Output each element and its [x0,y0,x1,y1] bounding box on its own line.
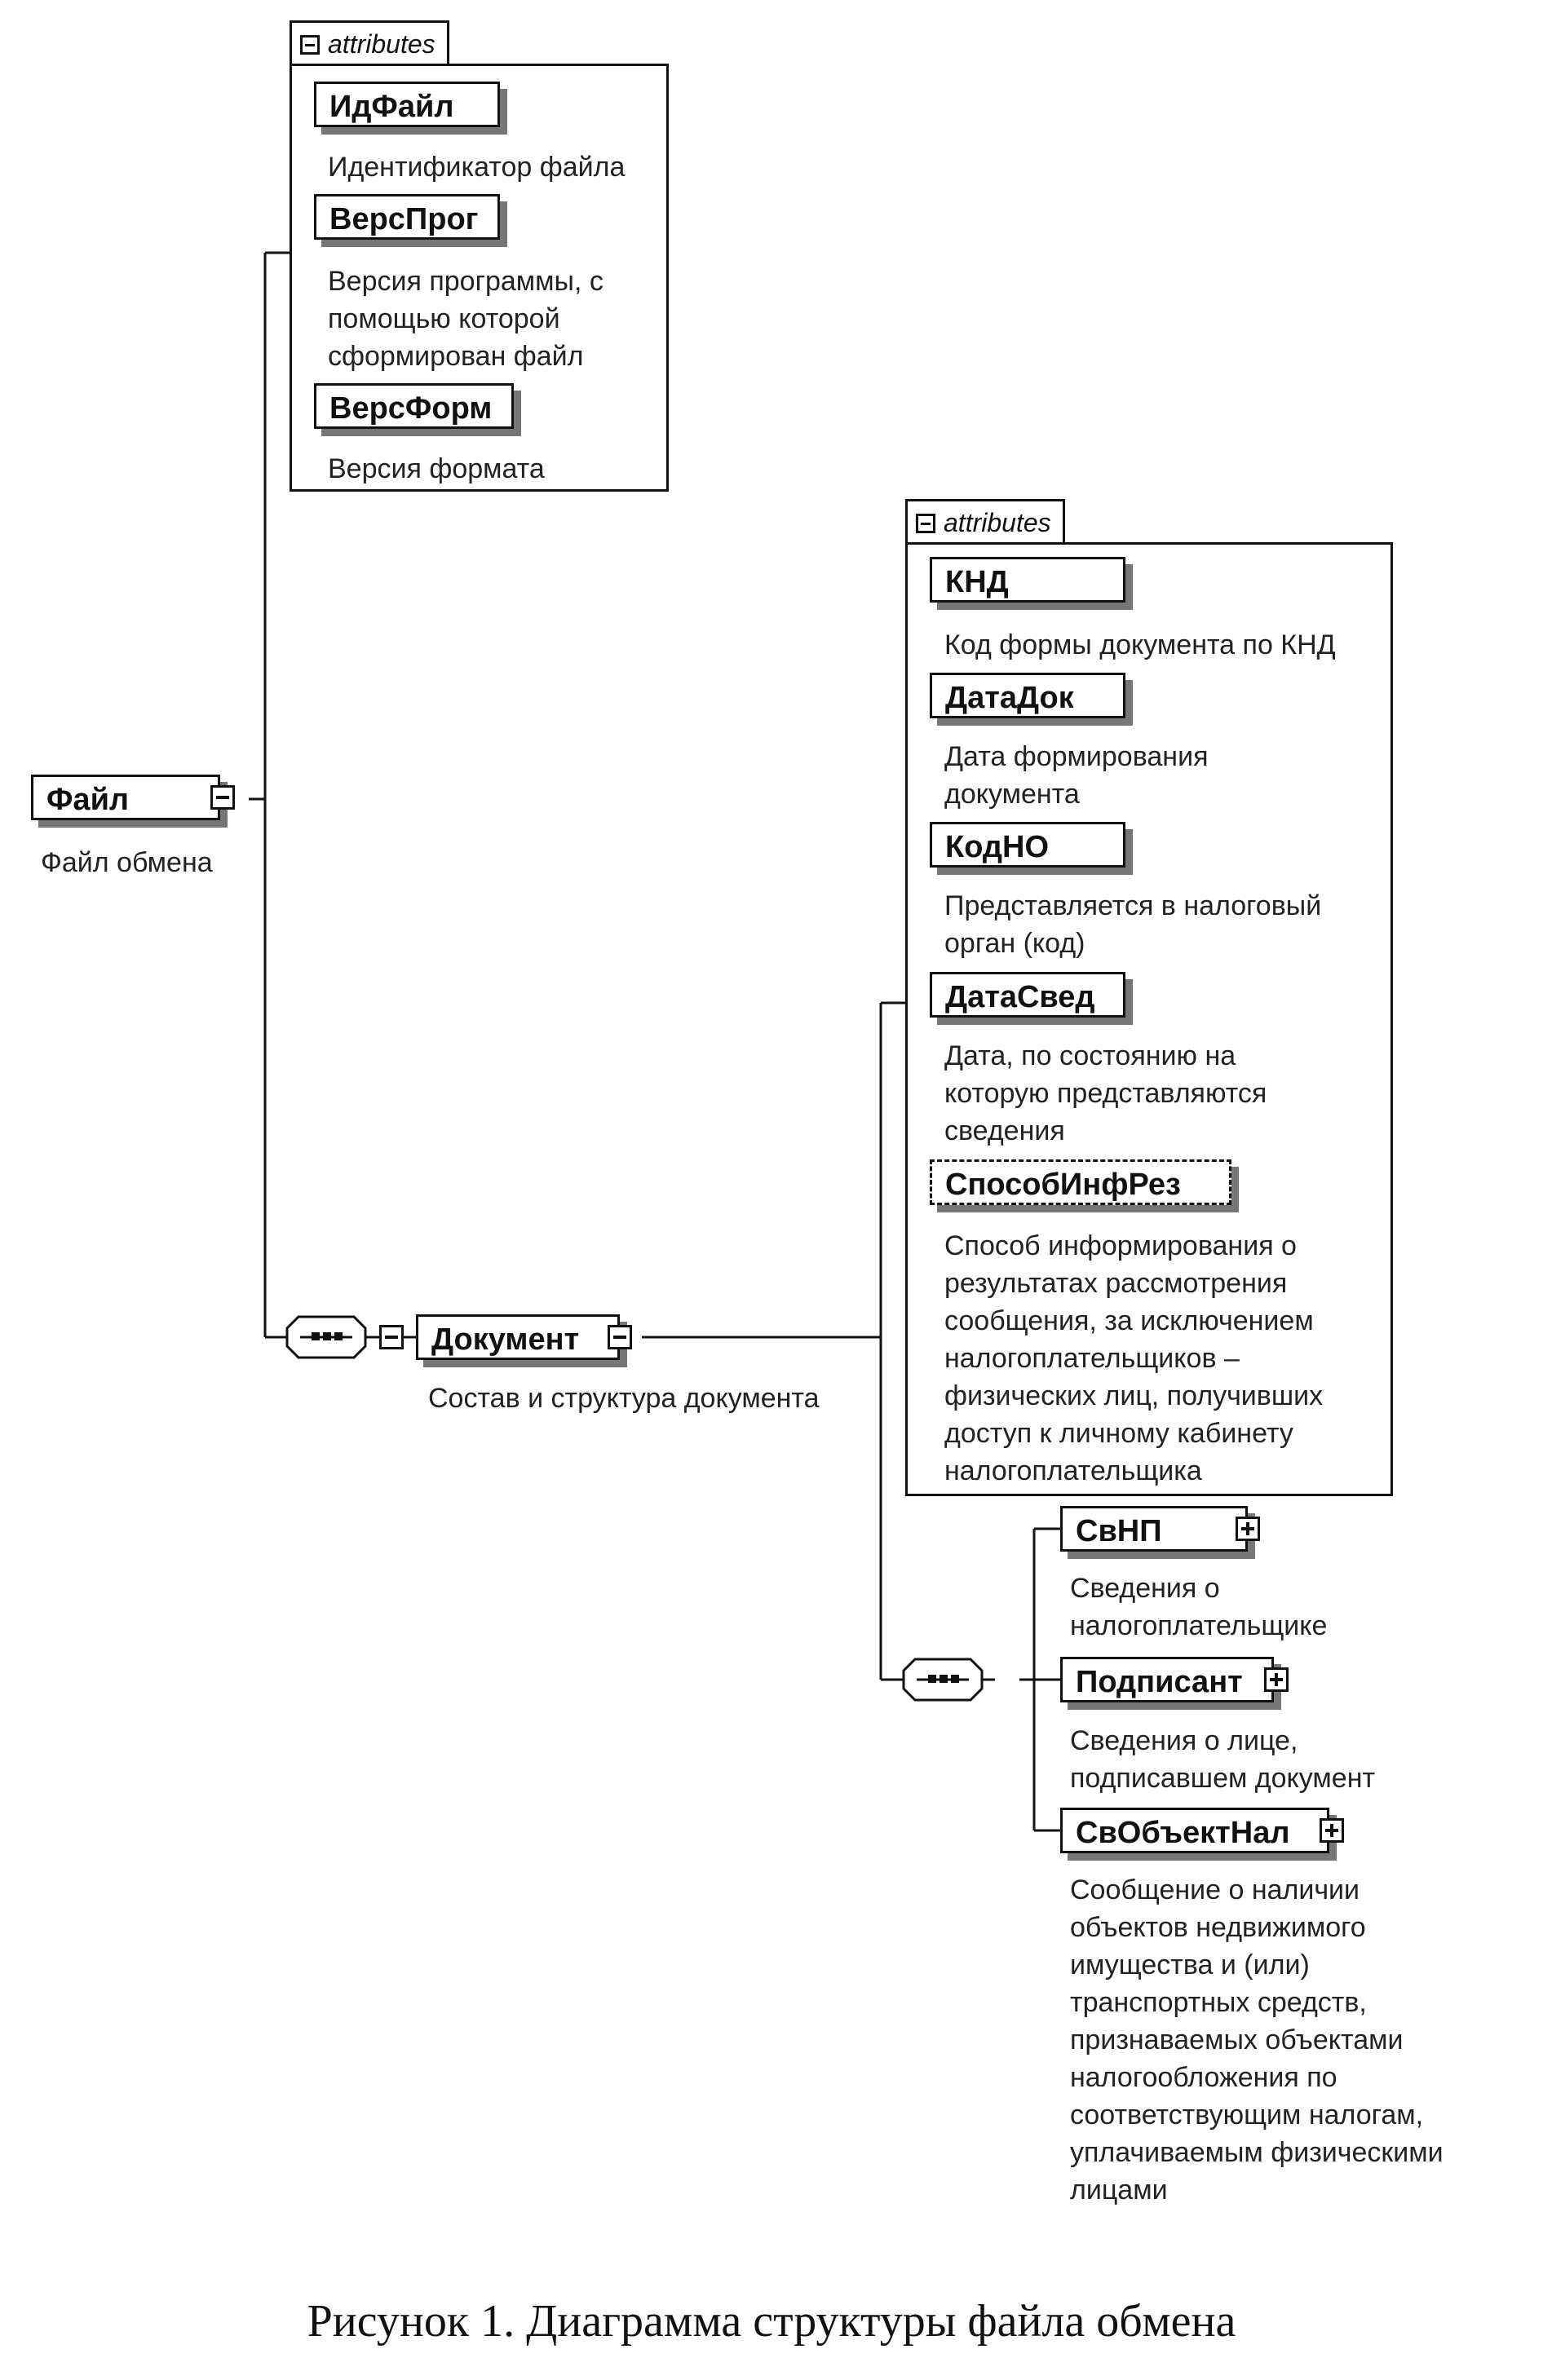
attribute-datasved[interactable]: ДатаСвед [930,972,1125,1018]
sequence-compositor-2 [902,1658,984,1702]
attribute-description: Идентификатор файла [328,152,626,183]
attribute-name: ИдФайл [329,90,454,124]
attribute-versform[interactable]: ВерсФорм [314,383,514,429]
attribute-name: ДатаСвед [945,980,1095,1014]
element-svobektnal[interactable]: СвОбъектНал [1060,1808,1329,1853]
collapse-icon [916,513,935,533]
element-svnp[interactable]: СвНП [1060,1506,1248,1552]
attribute-name: КодНО [945,830,1050,864]
collapse-toggle-icon[interactable] [210,785,235,810]
element-name: Файл [46,783,130,817]
attribute-knd[interactable]: КНД [930,557,1125,603]
expand-toggle-icon[interactable] [1236,1517,1260,1541]
element-podpisant[interactable]: Подписант [1060,1657,1274,1702]
attribute-kodno[interactable]: КодНО [930,822,1125,868]
attribute-description: Представляется в налоговый орган (код) [944,890,1322,959]
collapse-icon [300,34,320,55]
attribute-name: ВерсФорм [329,391,493,426]
element-name: Документ [431,1322,580,1357]
attribute-name: ДатаДок [945,681,1074,715]
sequence-compositor-1 [285,1315,367,1359]
element-fajl[interactable]: Файл [31,775,220,820]
attribute-idfajl[interactable]: ИдФайл [314,82,500,127]
attribute-sposobinfrez[interactable]: СпособИнфРез [930,1159,1231,1205]
attributes-tab[interactable]: attributes [905,499,1065,545]
attribute-datadok[interactable]: ДатаДок [930,673,1125,718]
element-name: СвНП [1076,1514,1162,1548]
expand-toggle-icon[interactable] [1320,1818,1344,1843]
attribute-description: Версия формата [328,453,545,484]
collapse-toggle-icon[interactable] [379,1325,404,1349]
element-dokument[interactable]: Документ [416,1314,620,1360]
figure-caption: Рисунок 1. Диаграмма структуры файла обм… [307,2296,1236,2347]
element-description: Файл обмена [41,847,213,878]
expand-toggle-icon[interactable] [1264,1667,1289,1692]
element-name: СвОбъектНал [1076,1816,1290,1850]
attribute-description: Дата формирования документа [944,741,1209,810]
attribute-versprog[interactable]: ВерсПрог [314,194,500,240]
attribute-description: Версия программы, с помощью которой сфор… [328,266,603,372]
attribute-name: СпособИнфРез [945,1168,1181,1202]
attributes-tab-label: attributes [328,29,435,59]
attributes-tab-label: attributes [944,508,1051,537]
attribute-description: Способ информирования о результатах расс… [944,1230,1324,1486]
element-description: Состав и структура документа [428,1383,820,1414]
element-description: Сведения о налогоплательщике [1070,1573,1328,1641]
element-name: Подписант [1076,1665,1243,1699]
element-description: Сведения о лице, подписавшем документ [1070,1725,1376,1794]
attributes-tab[interactable]: attributes [290,20,449,66]
attribute-name: КНД [945,565,1009,599]
attribute-description: Код формы документа по КНД [944,629,1336,660]
attribute-name: ВерсПрог [329,202,479,236]
element-description: Сообщение о наличии объектов недвижимого… [1070,1874,1444,2206]
collapse-toggle-icon[interactable] [608,1325,632,1349]
attribute-description: Дата, по состоянию на которую представля… [944,1040,1267,1146]
